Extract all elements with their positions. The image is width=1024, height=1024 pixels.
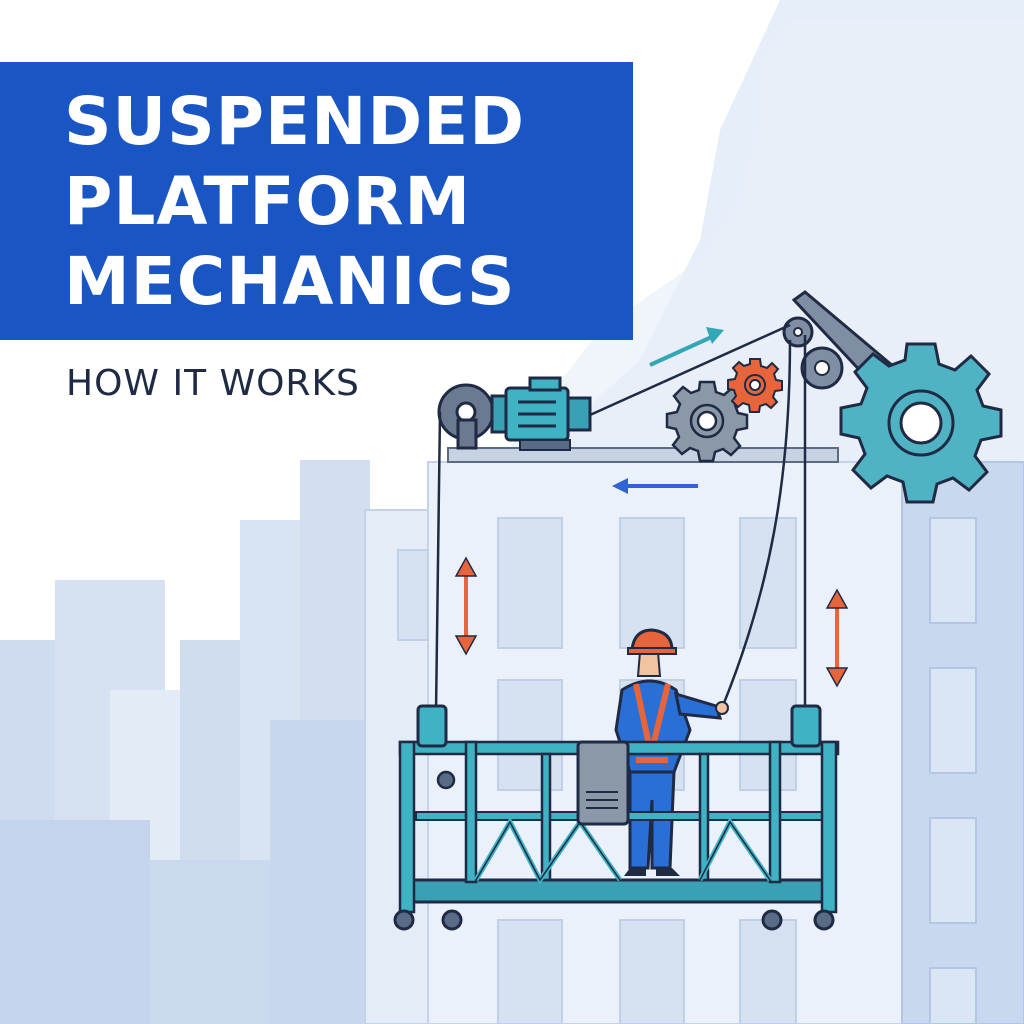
building-window bbox=[929, 517, 977, 624]
motion-arrow-icon bbox=[649, 327, 724, 367]
building-window bbox=[739, 679, 797, 791]
motion-arrow-icon bbox=[612, 478, 698, 494]
control-box-icon bbox=[576, 740, 630, 826]
roof-beam bbox=[447, 447, 839, 463]
gear-icon bbox=[839, 342, 1003, 504]
title-line-2: PLATFORM bbox=[64, 163, 472, 240]
building-window bbox=[739, 919, 797, 1024]
building-window bbox=[929, 667, 977, 774]
skyline-building bbox=[0, 820, 150, 1024]
subtitle: HOW IT WORKS bbox=[66, 363, 360, 404]
building-window bbox=[619, 517, 685, 649]
hoist-motor-icon bbox=[437, 376, 592, 451]
building-window bbox=[497, 517, 563, 649]
suspension-cables bbox=[434, 323, 807, 713]
building-window bbox=[497, 679, 563, 791]
building-window bbox=[497, 919, 563, 1024]
platform-cradle-icon bbox=[393, 704, 840, 931]
platform-wheels bbox=[393, 909, 835, 931]
building-window bbox=[929, 967, 977, 1024]
city-skyline-icon bbox=[0, 460, 390, 1024]
title-line-1: SUSPENDED bbox=[64, 83, 526, 160]
skyline-building bbox=[150, 860, 290, 1024]
motion-arrow-icon bbox=[825, 588, 849, 688]
motion-arrow-icon bbox=[454, 556, 478, 656]
gear-icon bbox=[665, 380, 749, 463]
title-banner: SUSPENDED PLATFORM MECHANICS bbox=[0, 62, 633, 340]
title-line-3: MECHANICS bbox=[64, 243, 516, 320]
building-window bbox=[397, 549, 429, 641]
building-window bbox=[619, 919, 685, 1024]
gear-icon bbox=[727, 358, 783, 413]
building-window bbox=[929, 817, 977, 924]
building-window bbox=[739, 517, 797, 649]
